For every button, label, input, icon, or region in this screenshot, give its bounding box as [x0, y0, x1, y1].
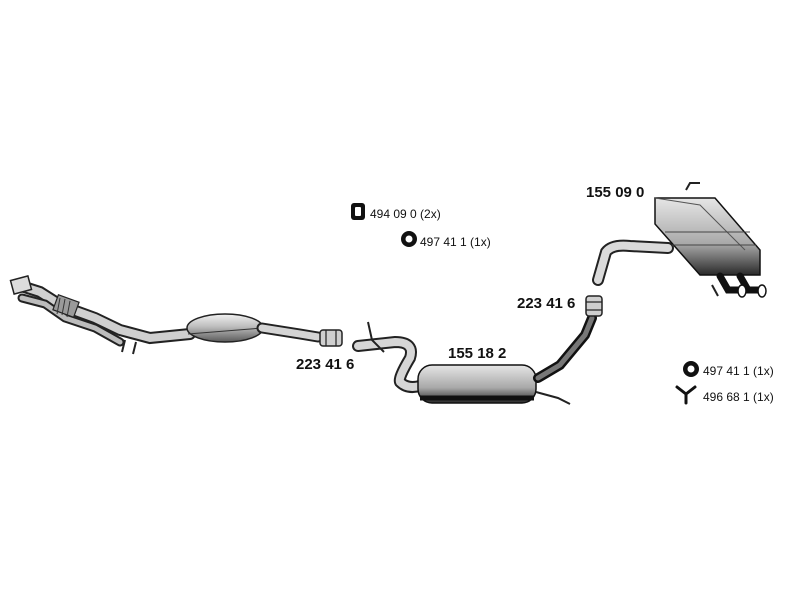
rear-connecting-pipe — [533, 313, 597, 383]
intermediate-pipe — [352, 321, 436, 393]
flex-pipe — [52, 293, 80, 319]
legend-text: 494 09 0 (2x) — [370, 207, 441, 221]
clamp-front — [319, 329, 343, 347]
clamp-rear — [585, 295, 603, 317]
rubber-mount-icon — [351, 203, 365, 220]
catalytic-converter — [186, 313, 264, 343]
part-label-middle-muffler: 155 18 2 — [448, 345, 507, 362]
legend-item-rubber-ring: 497 41 1 (1x) — [420, 235, 491, 249]
legend-text: 497 41 1 (1x) — [703, 364, 774, 378]
rubber-ring-icon — [401, 231, 417, 247]
legend-text: 497 41 1 (1x) — [420, 235, 491, 249]
v-bracket-icon — [675, 385, 697, 405]
part-label-clamp-rear: 223 41 6 — [517, 295, 576, 312]
legend-item-v-bracket: 496 68 1 (1x) — [703, 390, 774, 404]
legend-text: 496 68 1 (1x) — [703, 390, 774, 404]
part-label-rear-muffler: 155 09 0 — [586, 184, 645, 201]
rear-muffler — [592, 182, 767, 298]
front-pipe-catalytic-converter — [9, 274, 324, 355]
middle-muffler — [417, 364, 571, 405]
part-label-clamp-front: 223 41 6 — [296, 356, 355, 373]
legend-item-rubber-ring-right: 497 41 1 (1x) — [703, 364, 774, 378]
legend-item-rubber-mount: 494 09 0 (2x) — [370, 207, 441, 221]
rubber-ring-icon — [683, 361, 699, 377]
